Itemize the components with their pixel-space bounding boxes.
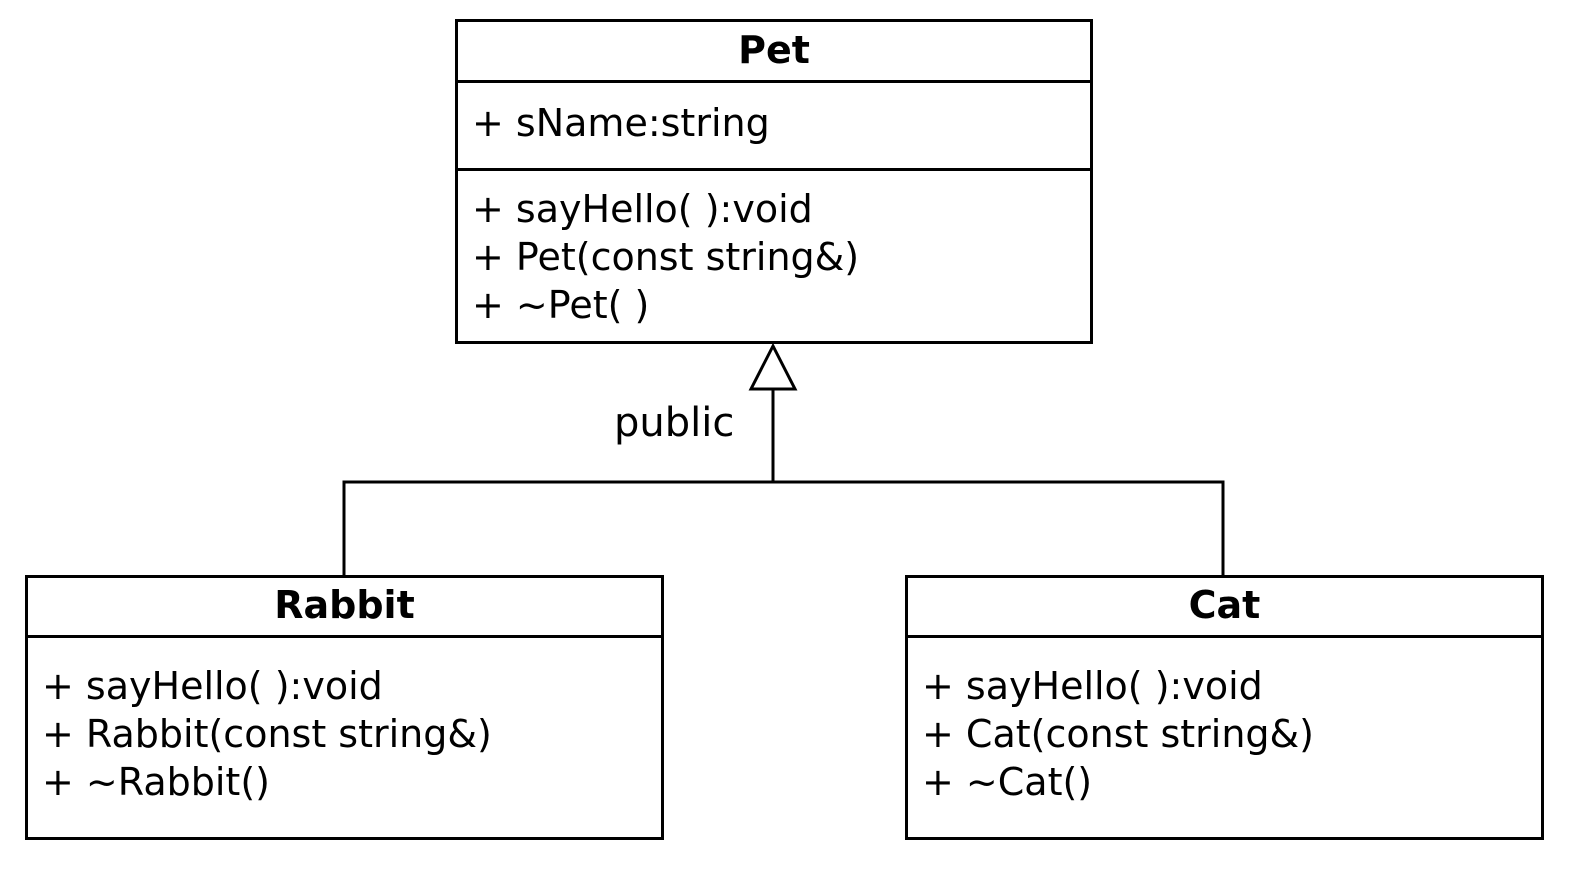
operation-destructor: + ~Pet( ) (472, 283, 650, 327)
pet-operations: + sayHello( ):void + Pet(const string&) … (458, 171, 1090, 329)
operation-constructor: + Pet(const string&) (472, 235, 860, 279)
class-pet: Pet + sName:string + sayHello( ):void + … (455, 19, 1093, 344)
pet-attributes: + sName:string (458, 83, 1090, 171)
cat-operations: + sayHello( ):void + Cat(const string&) … (908, 638, 1541, 806)
operation-constructor: + Rabbit(const string&) (42, 712, 492, 756)
operation-destructor: + ~Rabbit() (42, 760, 270, 804)
connector-rabbit-to-pet (342, 388, 775, 575)
attribute-sname: + sName:string (472, 101, 770, 145)
class-name-pet: Pet (458, 22, 1090, 83)
operation-sayhello: + sayHello( ):void (922, 664, 1263, 708)
operation-constructor: + Cat(const string&) (922, 712, 1315, 756)
connector-cat-to-pet (773, 480, 1225, 575)
operation-destructor: + ~Cat() (922, 760, 1093, 804)
class-cat: Cat + sayHello( ):void + Cat(const strin… (905, 575, 1544, 840)
relationship-label: public (614, 400, 735, 446)
class-name-rabbit: Rabbit (28, 578, 661, 638)
operation-sayhello: + sayHello( ):void (42, 664, 383, 708)
generalization-arrowhead (748, 342, 798, 391)
class-name-cat: Cat (908, 578, 1541, 638)
rabbit-operations: + sayHello( ):void + Rabbit(const string… (28, 638, 661, 806)
operation-sayhello: + sayHello( ):void (472, 187, 813, 231)
class-rabbit: Rabbit + sayHello( ):void + Rabbit(const… (25, 575, 664, 840)
